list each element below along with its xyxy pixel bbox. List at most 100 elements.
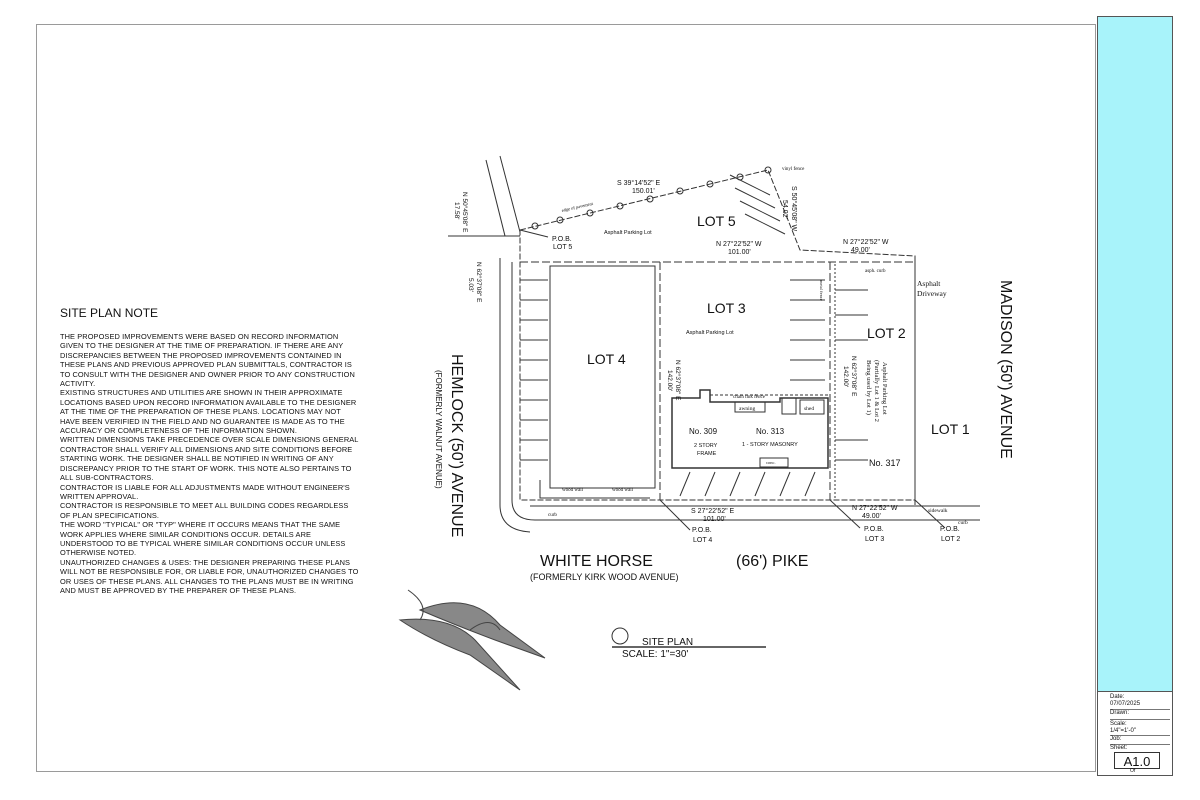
no317-label: No. 317 [869, 458, 901, 468]
parking-stalls-hemlock [520, 279, 548, 461]
site-plan-scale: SCALE: 1"=30' [622, 649, 688, 660]
awning [734, 401, 766, 413]
pob-pointer [829, 499, 861, 529]
tree-symbols [531, 166, 772, 230]
note-paragraph: CONTRACTOR IS RESPONSIBLE TO MEET ALL BU… [60, 501, 349, 520]
madison-label: MADISON (50') AVENUE [997, 280, 1014, 459]
no309-label: No. 309 [689, 427, 718, 436]
bearing-b5-dist: 17.58' [453, 202, 460, 220]
scale-label: Scale: [1110, 721, 1127, 727]
no313-desc: 1 - STORY MASONRY [742, 442, 798, 448]
wood-wall-label-2: wood wall [612, 488, 634, 493]
bearing-b7: N 62°37'08" E [674, 360, 682, 401]
lot3-label: LOT 3 [707, 300, 746, 316]
divider [1110, 719, 1170, 720]
building-309-313 [671, 389, 829, 469]
lot1-label: LOT 1 [931, 421, 970, 437]
asphalt-parking-lot3: Asphalt Parking Lot [686, 330, 734, 336]
drawn-label: Drawn: [1110, 710, 1130, 716]
conc-pad-label: conc. [766, 460, 776, 465]
date-value: 07/07/2025 [1110, 701, 1141, 707]
divider [1110, 709, 1170, 710]
sheet-label: Sheet: [1110, 745, 1128, 751]
bearing-b3-dist: 101.00' [728, 249, 751, 256]
pob-pointer [659, 499, 691, 531]
bearing-b1: S 39°14'52" E [617, 179, 661, 187]
edge-of-pavement-label: edge of pavement [561, 201, 594, 213]
note-paragraph: THE PROPOSED IMPROVEMENTS WERE BASED ON … [60, 332, 355, 389]
curb-corner [499, 504, 531, 533]
site-plan-notes: SITE PLAN NOTE THE PROPOSED IMPROVEMENTS… [60, 306, 360, 595]
lot2-note-1: Asphalt Parking Lot [881, 362, 888, 415]
bearing-b1-dist: 150.01' [632, 188, 655, 195]
pob-pointer [519, 229, 549, 238]
pob-lot2-lot: LOT 2 [941, 536, 960, 543]
hemlock-former: (FORMERLY WALNUT AVENUE) [434, 370, 443, 489]
asphalt-driveway-2: Driveway [917, 289, 947, 298]
sheet-border [36, 24, 1096, 772]
north-arrow-circle [611, 627, 629, 645]
bearing-b3: N 27°22'52" W [716, 240, 762, 248]
note-paragraph: UNAUTHORIZED CHANGES & USES: THE DESIGNE… [60, 557, 359, 595]
pob-pointer [914, 499, 946, 529]
note-paragraph: EXISTING STRUCTURES AND UTILITIES ARE SH… [60, 388, 357, 436]
sheet-number: A1.0 [1123, 754, 1151, 769]
compass-rose [398, 589, 546, 691]
white-horse-label: WHITE HORSE [540, 553, 653, 570]
awning-label: awning [739, 406, 755, 412]
bearing-b9-dist: 101.00' [703, 516, 726, 523]
lot4-wall [539, 480, 650, 499]
white-horse-former: (FORMERLY KIRK WOOD AVENUE) [530, 572, 679, 582]
notes-body: THE PROPOSED IMPROVEMENTS WERE BASED ON … [60, 332, 360, 595]
sidewalk-line [499, 155, 521, 233]
bearing-b4: N 27°22'52" W [843, 238, 889, 246]
sheet-number-box: A1.0 [1114, 752, 1160, 769]
pob-lot3-label: P.O.B. [864, 526, 884, 533]
lot5-label: LOT 5 [697, 213, 736, 229]
pob-lot5-lot: LOT 5 [553, 244, 572, 251]
sidewalk-line [485, 159, 506, 237]
chain-link-fence-label: chain link fence [733, 395, 766, 400]
bearing-b2: S 50°45'08" W [790, 186, 798, 232]
asphalt-driveway-1: Asphalt [917, 279, 941, 288]
metal-fence-label: metal fence [819, 280, 824, 301]
pob-lot4-label: P.O.B. [692, 527, 712, 534]
parking-stalls-lot5 [729, 174, 786, 235]
bearing-b7-dist: 142.00' [666, 370, 673, 391]
notes-title: SITE PLAN NOTE [60, 306, 159, 320]
conc-box [781, 397, 797, 415]
bearing-b5: N 50°45'08" E [461, 192, 469, 233]
vinyl-fence-label: vinyl fence [782, 167, 805, 172]
wood-wall-label: wood wall [562, 488, 584, 493]
parking-stalls-lot2 [790, 279, 868, 461]
divider [1110, 744, 1170, 745]
bearing-b10: N 27°22'52" W [852, 504, 898, 512]
lot2-label: LOT 2 [867, 325, 906, 341]
no309-desc1: 2 STORY [694, 443, 718, 449]
bearing-b2-dist: 54.02' [781, 200, 788, 219]
date-label: Date: [1110, 694, 1125, 700]
pob-lot3-lot: LOT 3 [865, 536, 884, 543]
hemlock-label: HEMLOCK (50') AVENUE [448, 354, 465, 537]
pob-lot5-label: P.O.B. [552, 236, 572, 243]
bearing-b4-dist: 49.00' [851, 247, 870, 254]
lot4-building [549, 265, 656, 489]
conc-pad [759, 457, 789, 468]
bearing-b10-dist: 49.00' [862, 513, 881, 520]
job-label: Job: [1110, 736, 1122, 742]
of-label: Of [1130, 768, 1136, 774]
curb-label-ws: curb [548, 513, 557, 518]
pob-lot4-lot: LOT 4 [693, 537, 712, 544]
curb-corner [511, 499, 536, 521]
asph-curb-label: asph. curb [865, 269, 886, 274]
shed-box [799, 399, 825, 415]
parking-stalls-pike [679, 471, 816, 497]
site-plan-drawing: LOT 5 LOT 3 LOT 4 LOT 2 LOT 1 WHITE HORS… [398, 155, 1014, 691]
divider [1110, 735, 1170, 736]
bearing-b6: N 62°37'08" E [475, 262, 483, 303]
bearing-b8-dist: 142.00' [842, 366, 849, 387]
title-strip [1097, 16, 1173, 692]
asphalt-parking-lot5: Asphalt Parking Lot [604, 230, 652, 236]
bearing-b8: N 62°37'08" E [850, 356, 858, 397]
note-paragraph: WRITTEN DIMENSIONS TAKE PRECEDENCE OVER … [60, 435, 359, 483]
